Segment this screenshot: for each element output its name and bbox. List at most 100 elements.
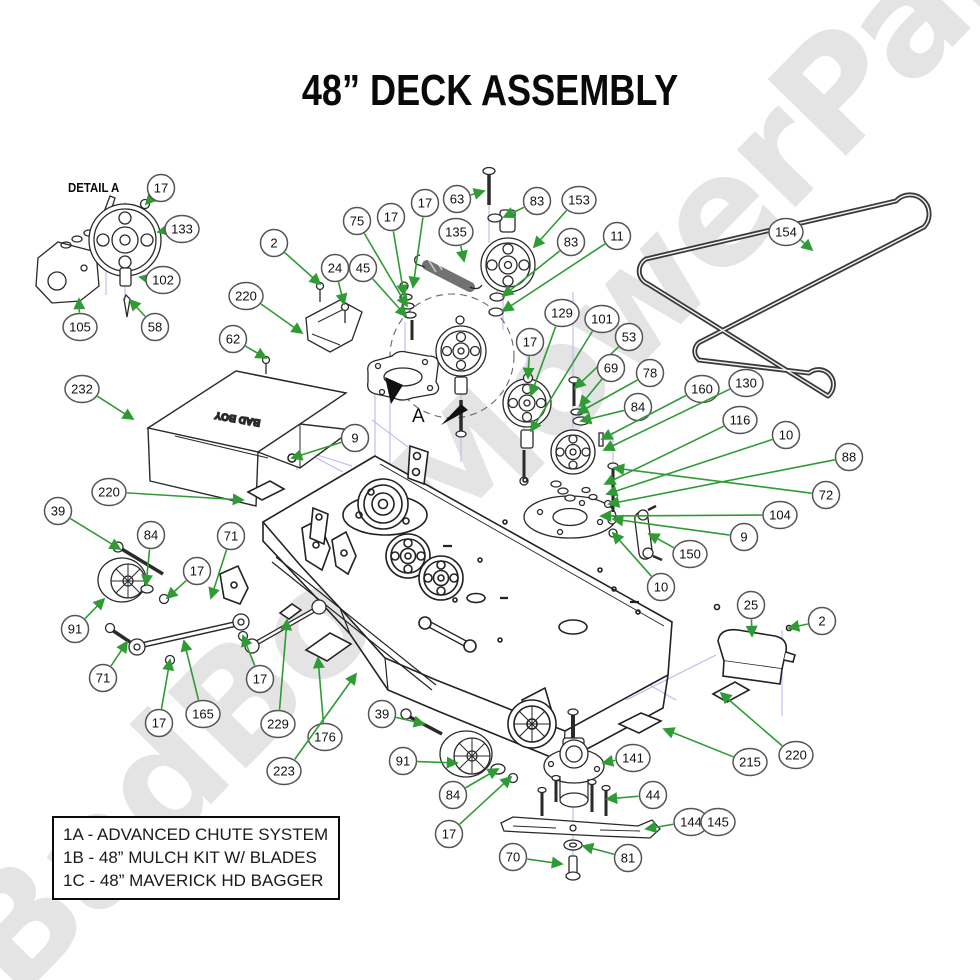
callout-45: 45 [348, 253, 408, 318]
callout-number: 215 [739, 755, 761, 770]
callout-number: 133 [171, 222, 193, 237]
leader-line [602, 388, 731, 451]
callout-17: 17 [376, 202, 409, 297]
callout-number: 130 [735, 376, 757, 391]
callout-number: 176 [314, 730, 336, 745]
callout-84: 84 [136, 520, 166, 587]
callout-balloon [228, 281, 264, 311]
callout-balloon [259, 228, 289, 258]
callout-number: 45 [356, 261, 370, 276]
callout-balloon [834, 442, 864, 472]
leader-line [787, 620, 808, 632]
callout-number: 145 [707, 815, 729, 830]
leader-line [110, 640, 128, 667]
callout-58: 58 [128, 298, 170, 342]
leader-line [579, 409, 625, 425]
leader-line [599, 509, 763, 522]
callout-104: 104 [599, 500, 798, 530]
callout-balloon [732, 747, 768, 777]
leader-line [138, 273, 152, 286]
rear-spindle-blade-drawing [500, 708, 661, 881]
callout-balloon [722, 405, 758, 435]
leader-line [372, 278, 408, 318]
callout-balloon [584, 304, 620, 334]
callout-balloon [811, 480, 841, 510]
callout-10: 10 [605, 420, 801, 497]
callout-balloon [522, 186, 552, 216]
leader-line [502, 206, 525, 218]
callout-balloon [596, 353, 626, 383]
callout-153: 153 [532, 185, 597, 249]
callout-balloon [60, 614, 90, 644]
leader-line [501, 250, 561, 298]
callout-91: 91 [60, 597, 106, 644]
callout-130: 130 [602, 368, 764, 451]
leader-line [532, 209, 568, 249]
callout-balloon [442, 184, 472, 214]
leader-line [470, 188, 486, 200]
callout-number: 10 [779, 428, 793, 443]
callout-number: 144 [680, 815, 702, 830]
leader-line [459, 775, 513, 825]
callout-balloon [778, 740, 814, 770]
callout-balloon [638, 780, 668, 810]
callout-220: 220 [719, 691, 814, 770]
callout-229: 229 [260, 618, 296, 739]
callout-9: 9 [290, 423, 370, 461]
callout-number: 153 [568, 193, 590, 208]
detail-a-drawing [35, 195, 162, 318]
leader-line [527, 856, 564, 869]
callout-84: 84 [579, 392, 653, 425]
callout-39: 39 [43, 496, 122, 550]
leader-line [144, 192, 158, 206]
callout-balloon [340, 423, 370, 453]
leader-line [335, 281, 348, 306]
callout-balloon [646, 572, 676, 602]
spring-and-pulley-drawing [414, 166, 536, 317]
callout-81: 81 [581, 842, 643, 873]
callout-number: 39 [51, 504, 65, 519]
callout-number: 17 [154, 181, 168, 196]
leader-line [312, 656, 325, 723]
callout-176: 176 [307, 656, 343, 752]
belt-drawing [636, 192, 932, 399]
callout-balloon [615, 743, 651, 773]
callout-9: 9 [611, 514, 759, 552]
callout-balloon [260, 709, 296, 739]
callout-number: 17 [523, 335, 537, 350]
callout-150: 150 [647, 533, 708, 569]
callout-balloon [602, 221, 632, 251]
leader-line [578, 378, 603, 408]
callout-102: 102 [138, 265, 181, 295]
leader-line [408, 217, 424, 289]
callout-83: 83 [502, 186, 552, 218]
callout-83: 83 [501, 227, 586, 298]
leader-line [208, 549, 228, 600]
callout-number: 11 [610, 229, 624, 244]
view-a-label: A [412, 406, 425, 427]
callout-69: 69 [578, 353, 626, 408]
callout-71: 71 [88, 640, 128, 693]
callout-balloon [700, 807, 736, 837]
callout-91: 91 [388, 746, 459, 776]
callout-balloon [771, 420, 801, 450]
callout-number: 17 [442, 827, 456, 842]
leader-line [465, 768, 500, 789]
callout-balloon [768, 217, 804, 247]
callout-balloon [266, 756, 302, 786]
callout-141: 141 [601, 743, 651, 773]
leader-line [260, 303, 304, 335]
callout-number: 160 [691, 382, 713, 397]
callout-number: 71 [224, 529, 238, 544]
leader-line [719, 691, 783, 747]
leader-line [611, 531, 652, 577]
leader-line [581, 842, 615, 856]
callout-number: 58 [148, 320, 162, 335]
callout-220: 220 [91, 477, 245, 507]
callout-17: 17 [144, 173, 176, 206]
leader-line [576, 379, 638, 414]
deck-body-drawing [219, 444, 796, 763]
callout-number: 9 [351, 431, 358, 446]
callout-balloon [218, 324, 248, 354]
